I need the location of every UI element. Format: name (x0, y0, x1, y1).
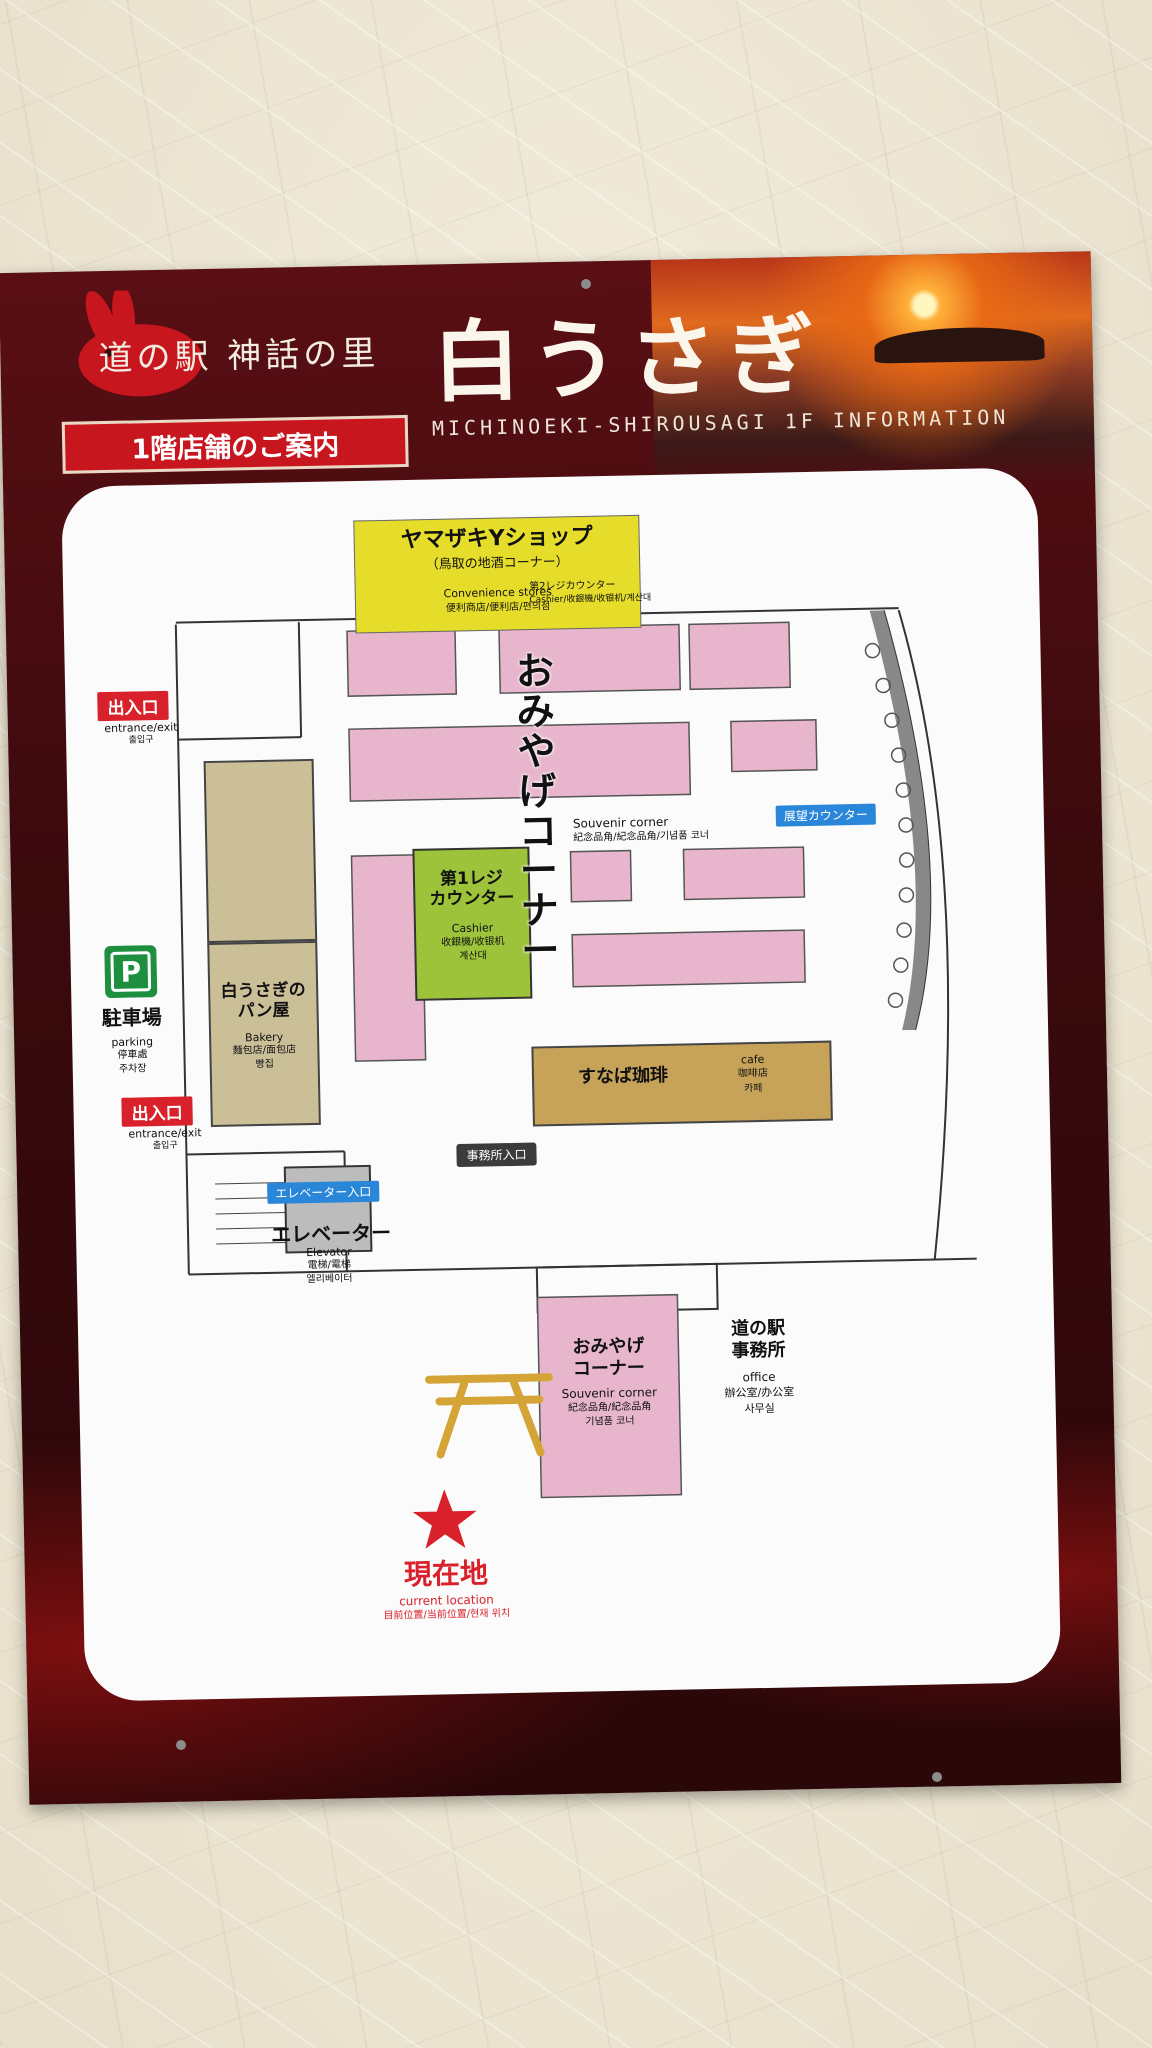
entrance-bottom-ko: 출입구 (152, 1140, 178, 1152)
parking-multi: 停車處 (117, 1049, 148, 1061)
souvenir-display-8 (682, 846, 806, 901)
souvenir-lower-en: Souvenir corner (561, 1385, 658, 1402)
rabbit-logo-icon (78, 288, 203, 397)
office-multi: 辦公室/办公室 (724, 1385, 795, 1400)
cafe-title: すなば珈琲 (577, 1064, 669, 1088)
parking-ko: 주차장 (118, 1063, 147, 1075)
cashier-1-area (412, 846, 533, 1001)
star-icon (412, 1489, 477, 1549)
entrance-top-ko: 출입구 (128, 735, 154, 746)
souvenir-display-9 (571, 929, 806, 988)
office-ko: 사무실 (744, 1401, 775, 1416)
cashier2-ja: 第2レジカウンター (529, 579, 616, 593)
elevator-multi: 電梯/電梯 (307, 1259, 352, 1272)
bakery-area (207, 940, 321, 1128)
bakery-title: 白うさぎの パン屋 (220, 980, 306, 1022)
cafe-multi: 咖啡店 (737, 1067, 769, 1080)
souvenir-display-1 (346, 628, 458, 697)
poster-pin (176, 1740, 186, 1750)
souvenir-main-en: Souvenir corner (572, 814, 669, 831)
poster-pin (581, 279, 591, 289)
office-title: 道の駅 事務所 (730, 1317, 786, 1362)
brand-name: 白うさぎ (431, 302, 826, 415)
parking-en: parking (111, 1035, 154, 1050)
floor-guide-poster: 道の駅 神話の里 白うさぎ 1階店舗のご案内 MICHINOEKI-SHIROU… (0, 251, 1122, 1805)
souvenir-lower-title: おみやげ コーナー (572, 1335, 646, 1380)
elevator-entrance-tag: エレベーター入口 (267, 1180, 380, 1204)
office-en: office (742, 1369, 776, 1385)
parking-icon: P (104, 945, 158, 999)
entrance-bottom-tag: 出入口 (121, 1096, 193, 1127)
bakery-ko: 빵집 (255, 1058, 274, 1071)
bakery-en: Bakery (244, 1030, 284, 1045)
page-title: 1階店舗のご案内 (61, 414, 409, 474)
current-location-ja: 現在地 (403, 1556, 489, 1592)
cafe-area (531, 1040, 833, 1127)
cashier1-title: 第1レジ カウンター (429, 868, 515, 910)
torii-gate-icon (425, 1373, 554, 1459)
souvenir-display-3 (688, 621, 791, 691)
cafe-en: cafe (740, 1052, 765, 1067)
entrance-top-en: entrance/exit (104, 720, 178, 736)
entrance-bottom-en: entrance/exit (128, 1126, 202, 1141)
convenience-store-area (353, 514, 642, 634)
cashier1-multi1: 收銀機/收银机 (440, 936, 505, 949)
poster-pin (932, 1772, 942, 1782)
brand-prefix: 道の駅 神話の里 (98, 333, 380, 380)
office-entrance-tag: 事務所入口 (456, 1142, 537, 1168)
elevator-ko: 엘리베이터 (306, 1273, 353, 1286)
elevator-en: Elevator (306, 1245, 352, 1260)
bakery-multi: 麵包店/面包店 (232, 1044, 297, 1057)
souvenir-display-7 (569, 849, 633, 903)
cashier1-en: Cashier (451, 921, 494, 936)
parking-ja: 駐車場 (101, 1004, 162, 1031)
cafe-ko: 카페 (743, 1082, 763, 1095)
observation-counter-tag: 展望カウンター (775, 803, 876, 827)
cashier1-multi2: 계산대 (459, 950, 487, 963)
floor-map: ヤマザキYショップ （鳥取の地酒コーナー） Convenience stores… (61, 467, 1062, 1702)
souvenir-display-5 (730, 719, 818, 773)
entrance-top-tag: 出入口 (97, 690, 169, 722)
bakery-kitchen (203, 758, 318, 944)
elevator-title: エレベーター (270, 1220, 392, 1247)
souvenir-display-4 (348, 721, 692, 802)
